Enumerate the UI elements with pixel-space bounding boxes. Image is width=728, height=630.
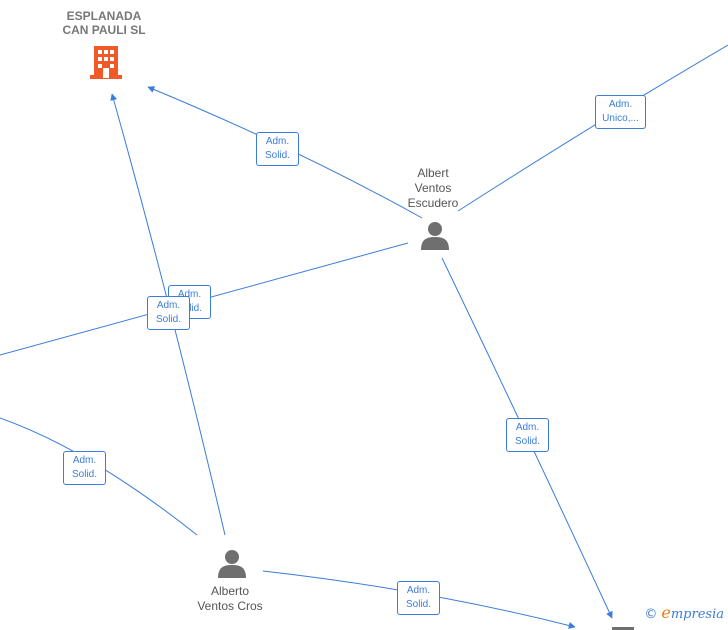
- edge-label-type: Solid.: [405, 599, 431, 610]
- edge-label-alberto-left[interactable]: Adm. Solid.: [63, 451, 106, 485]
- alberto-name-line2: Ventos Cros: [197, 599, 263, 613]
- albert-name-line1: Albert: [417, 166, 449, 180]
- edge-label-role: Adm.: [406, 585, 431, 596]
- albert-node-label[interactable]: Albert Ventos Escudero: [393, 166, 473, 211]
- albert-name-line2: Ventos: [414, 181, 452, 195]
- edge-label-albert-top-right[interactable]: Adm. Unico,...: [595, 95, 646, 129]
- bottom-node-stub: [612, 627, 634, 630]
- alberto-node-label[interactable]: Alberto Ventos Cros: [180, 584, 280, 614]
- brand-name: mpresia: [670, 607, 724, 622]
- edge-label-type: Solid.: [264, 150, 290, 161]
- company-node-label[interactable]: ESPLANADA CAN PAULI SL: [44, 9, 164, 37]
- edge-label-type: Solid.: [155, 314, 181, 325]
- edge-label-alberto-company[interactable]: Adm. Solid.: [147, 296, 190, 330]
- edge-label-albert-bottom[interactable]: Adm. Solid.: [506, 418, 549, 452]
- copyright-symbol: ©: [644, 607, 658, 622]
- edge-label-alberto-bottom[interactable]: Adm. Solid.: [397, 581, 440, 615]
- person-icon-alberto[interactable]: [217, 548, 247, 578]
- edge-label-type: Unico,...: [602, 113, 639, 124]
- company-name-line1: ESPLANADA: [66, 9, 142, 23]
- edge-albert-to-offscreen-top-right: [457, 44, 728, 212]
- edge-label-type: Solid.: [514, 436, 540, 447]
- edge-label-role: Adm.: [608, 99, 633, 110]
- empresia-watermark: ©empresia: [644, 603, 724, 622]
- company-name-line2: CAN PAULI SL: [62, 23, 146, 37]
- edge-label-role: Adm.: [515, 422, 540, 433]
- edge-label-role: Adm.: [72, 455, 97, 466]
- alberto-name-line1: Alberto: [210, 584, 250, 598]
- brand-initial: e: [661, 603, 671, 622]
- building-icon[interactable]: [90, 44, 122, 80]
- person-icon-albert[interactable]: [420, 220, 450, 250]
- edge-label-role: Adm.: [177, 289, 202, 300]
- edge-label-albert-company[interactable]: Adm. Solid.: [256, 132, 299, 166]
- edge-label-type: Solid.: [71, 469, 97, 480]
- albert-name-line3: Escudero: [407, 196, 459, 210]
- edge-label-role: Adm.: [156, 300, 181, 311]
- edge-label-role: Adm.: [265, 136, 290, 147]
